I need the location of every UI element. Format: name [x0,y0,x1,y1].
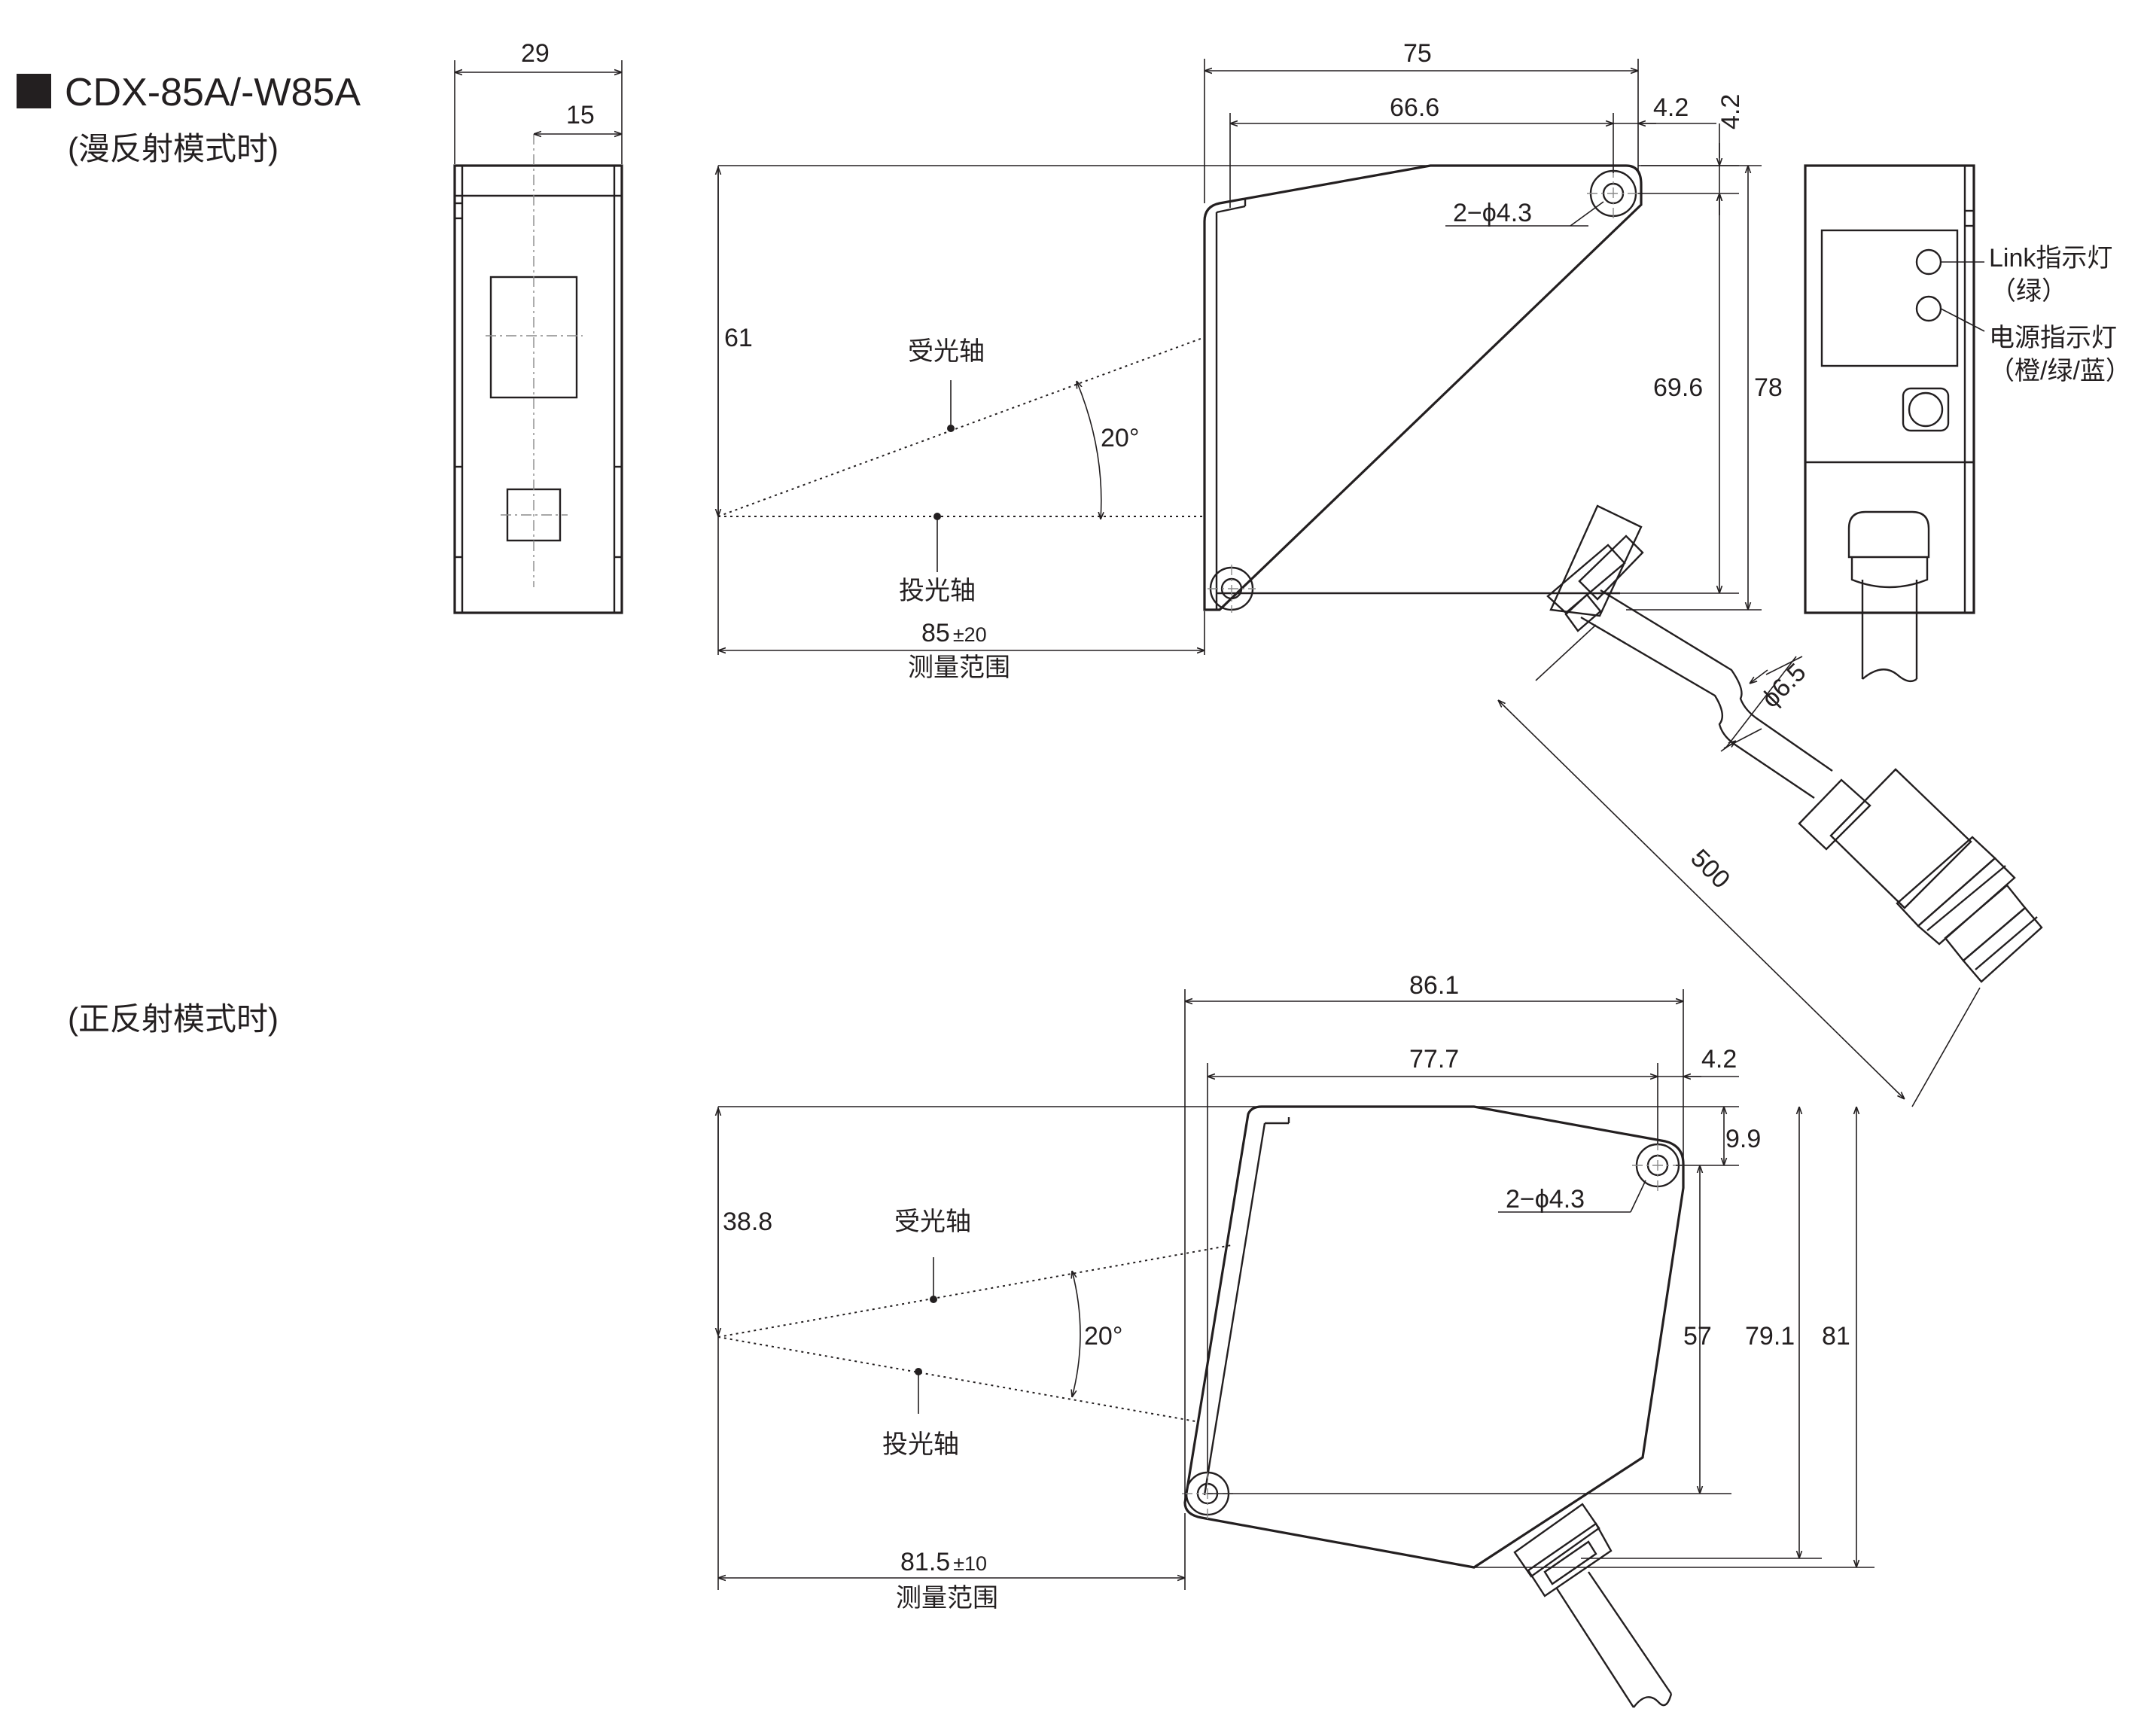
bottom-cable-gland [1513,1503,1673,1708]
dim-79-1: 79.1 [1745,1322,1795,1351]
dim-57: 57 [1683,1322,1712,1351]
diffuse-mode-caption: (漫反射模式时) [68,131,279,166]
top-dims [718,59,1981,1107]
dim-77-7: 77.7 [1409,1045,1459,1074]
bottom-range-value: 81.5±10 [900,1548,987,1576]
dim-61: 61 [724,324,753,352]
dim-29: 29 [521,39,550,68]
link-indicator-color: （绿） [1990,277,2067,306]
cable-length-500: 500 [1685,844,1735,894]
top-range-label: 测量范围 [908,653,1010,682]
bottom-projecting-axis-label: 投光轴 [882,1430,959,1459]
bottom-mounting-holes: 2−ϕ4.3 [1506,1185,1585,1214]
regular-mode-caption: (正反射模式时) [68,1001,279,1037]
top-cable-gland [1546,504,1644,632]
top-receiving-axis-label: 受光轴 [908,337,985,366]
cable-diameter: ϕ6.5 [1756,658,1812,714]
top-beam [717,337,1205,572]
dim-9-9: 9.9 [1725,1125,1761,1153]
power-indicator-color: （橙/绿/蓝） [1989,357,2131,385]
dim-86-1: 86.1 [1409,971,1459,1000]
dim-66-6: 66.6 [1390,93,1439,122]
dim-4-2-vertical: 4.2 [1716,94,1745,129]
bottom-beam [717,1244,1232,1422]
top-angle-20: 20° [1101,424,1139,452]
bottom-range-label: 测量范围 [896,1584,998,1613]
side-view-dims [454,60,623,164]
dim-75: 75 [1403,39,1432,68]
dim-15: 15 [566,101,595,129]
top-sensor-body [1203,164,1643,613]
dim-4-2-bottom: 4.2 [1701,1045,1737,1074]
bottom-angle-20: 20° [1084,1322,1122,1351]
model-title: CDX-85A/-W85A [65,71,361,114]
bottom-sensor-body [1182,1105,1686,1569]
title-square-icon [17,74,51,108]
bottom-dims [718,989,1875,1590]
link-led-icon [1915,248,1942,276]
top-projecting-axis-label: 投光轴 [899,577,976,605]
dim-69-6: 69.6 [1653,373,1703,402]
top-range-value: 85±20 [921,619,987,647]
end-view [1804,164,1985,683]
side-view [453,134,623,614]
power-led-icon [1915,295,1942,322]
top-cable [1580,589,2043,983]
top-mounting-holes: 2−ϕ4.3 [1453,199,1532,227]
power-indicator-label: 电源指示灯 [1989,324,2117,352]
dim-81: 81 [1822,1322,1850,1351]
dim-4-2-horizontal: 4.2 [1653,93,1689,122]
link-indicator-label: Link指示灯 [1989,244,2112,273]
bottom-receiving-axis-label: 受光轴 [894,1208,971,1236]
dim-78: 78 [1754,373,1783,402]
dim-38-8: 38.8 [723,1208,772,1236]
